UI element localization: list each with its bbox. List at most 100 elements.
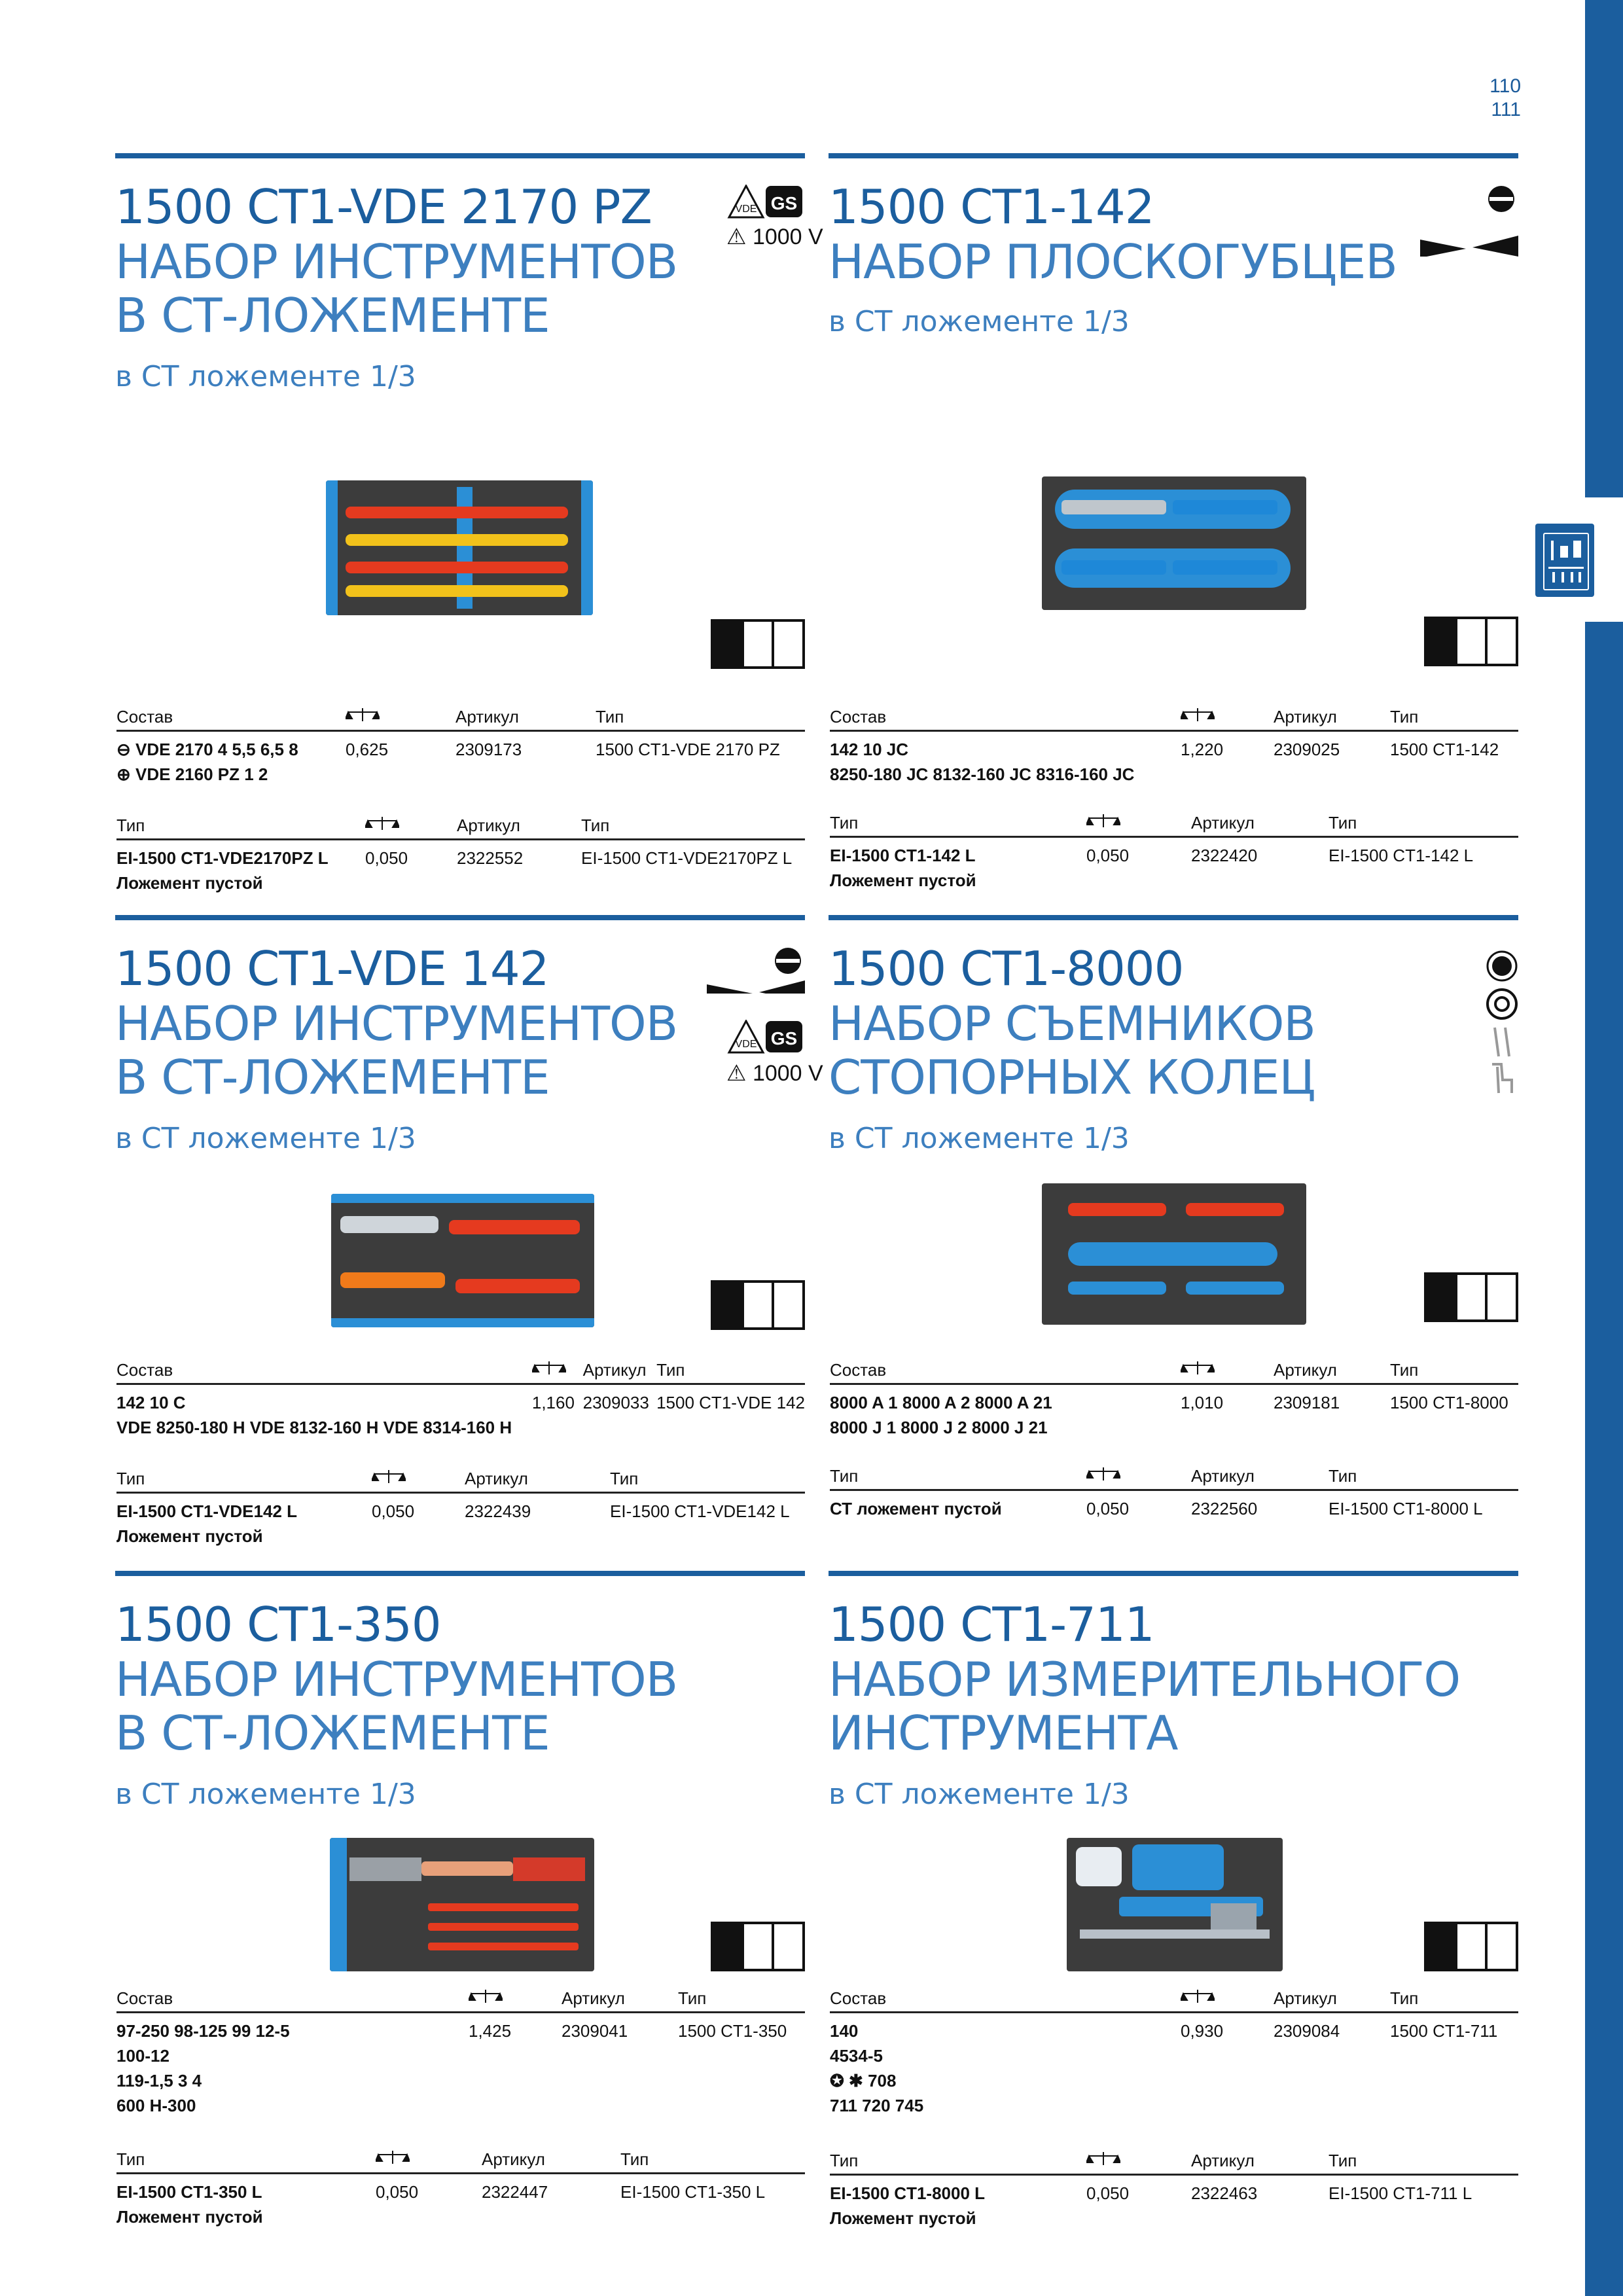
- product-code: 1500 CT1-142: [829, 179, 1155, 234]
- set-table: Состав Артикул Тип 97-250 98-125 99 12-5…: [116, 1988, 805, 2118]
- set-content: 97-250 98-125 99 12-5 100-12 119-1,5 3 4…: [116, 2021, 290, 2115]
- phillips-screw-icon: ⊕: [116, 764, 131, 784]
- col-header-article: Артикул: [1274, 1988, 1390, 2013]
- hex-socket-icon: ✪: [830, 2071, 844, 2090]
- product-photo: [1067, 1838, 1283, 1971]
- table-row: 142 10 C VDE 8250-180 H VDE 8132-160 H V…: [116, 1384, 805, 1441]
- product-title-line-2: В СТ-ЛОЖЕМЕНТЕ: [115, 1050, 550, 1105]
- product-block-ct1-8000: 1500 CT1-8000 НАБОР СЪЕМНИКОВ СТОПОРНЫХ …: [829, 915, 1518, 1570]
- table-row: ⊖ VDE 2170 4 5,5 6,5 8 ⊕ VDE 2160 PZ 1 2…: [116, 731, 805, 787]
- product-photo: [326, 480, 593, 615]
- weight-icon: [1179, 1360, 1216, 1376]
- col-header-weight: [1085, 1466, 1191, 1491]
- table-row: EI-1500 CT1-VDE2170PZ L Ложемент пустой …: [116, 840, 805, 896]
- content-line: ✪ ✱ 708: [830, 2071, 897, 2090]
- empty-type: EI-1500 CT1-VDE142 L: [610, 1501, 790, 1521]
- table-row: 8000 A 1 8000 A 2 8000 A 21 8000 J 1 800…: [830, 1384, 1518, 1441]
- product-block-vde-142: 1500 CT1-VDE 142 НАБОР ИНСТРУМЕНТОВ В СТ…: [115, 915, 823, 1570]
- col-header-article: Артикул: [465, 1469, 610, 1494]
- warning-triangle-icon: ⚠: [726, 224, 747, 249]
- set-type: 1500 CT1-8000: [1390, 1393, 1508, 1412]
- product-subtitle: в СТ ложементе 1/3: [829, 1778, 1130, 1811]
- col-header-type: Тип: [830, 813, 1086, 838]
- product-subtitle: в СТ ложементе 1/3: [115, 1122, 416, 1155]
- table-row: EI-1500 CT1-VDE142 L Ложемент пустой 0,0…: [116, 1493, 805, 1549]
- col-header-type: Тип: [596, 707, 805, 732]
- col-header-weight: [364, 816, 457, 840]
- product-block-ct1-142: 1500 CT1-142 НАБОР ПЛОСКОГУБЦЕВ в СТ лож…: [829, 153, 1518, 899]
- content-line: ⊕ VDE 2160 PZ 1 2: [116, 764, 268, 784]
- block-divider: [115, 1571, 805, 1576]
- empty-article: 2322552: [457, 848, 524, 868]
- empty-weight: 0,050: [1086, 1499, 1130, 1518]
- empty-weight: 0,050: [1086, 846, 1130, 865]
- weight-icon: [370, 1469, 407, 1484]
- product-subtitle: в СТ ложементе 1/3: [115, 1778, 416, 1811]
- empty-type: EI-1500 CT1-VDE2170PZ L: [581, 848, 793, 868]
- set-table: Состав Артикул Тип ⊖ VDE 2170 4 5,5 6,5 …: [116, 707, 805, 787]
- weight-icon: [1179, 707, 1216, 723]
- product-title-line-1: НАБОР ИЗМЕРИТЕЛЬНОГО: [829, 1652, 1461, 1707]
- set-weight: 1,160: [531, 1393, 575, 1412]
- set-weight: 0,930: [1181, 2021, 1224, 2041]
- product-code: 1500 CT1-VDE 142: [115, 941, 549, 996]
- set-article: 2309181: [1274, 1393, 1340, 1412]
- empty-type: EI-1500 CT1-711 L: [1329, 2183, 1472, 2203]
- tray-size-indicator: [1424, 617, 1518, 666]
- col-header-type: Тип: [116, 1469, 372, 1494]
- col-header-weight: [1085, 813, 1191, 838]
- product-block-ct1-711: 1500 CT1-711 НАБОР ИЗМЕРИТЕЛЬНОГО ИНСТРУ…: [829, 1571, 1518, 2291]
- col-header-type-2: Тип: [610, 1469, 805, 1494]
- page-number-left: 110: [1489, 75, 1521, 97]
- col-header-article: Артикул: [1191, 2151, 1329, 2176]
- weight-icon: [467, 1988, 504, 2004]
- product-code: 1500 CT1-711: [829, 1597, 1155, 1652]
- set-type: 1500 CT1-VDE 2170 PZ: [596, 740, 780, 759]
- empty-tray-table: Тип Артикул Тип EI-1500 CT1-VDE2170PZ L …: [116, 816, 805, 895]
- table-row: 142 10 JC 8250-180 JC 8132-160 JC 8316-1…: [830, 731, 1518, 787]
- set-type: 1500 CT1-VDE 142: [656, 1393, 805, 1412]
- col-header-weight: [344, 707, 455, 732]
- empty-content: EI-1500 CT1-VDE2170PZ L Ложемент пустой: [116, 848, 329, 893]
- product-block-ct1-350: 1500 CT1-350 НАБОР ИНСТРУМЕНТОВ В СТ-ЛОЖ…: [115, 1571, 805, 2291]
- col-header-content: Состав: [830, 1988, 1181, 2013]
- weight-icon: [364, 816, 401, 831]
- toolset-icon: [1543, 533, 1589, 590]
- col-header-content: Состав: [830, 707, 1181, 732]
- set-content: 8000 A 1 8000 A 2 8000 A 21 8000 J 1 800…: [830, 1393, 1052, 1437]
- section-tab-toolsets[interactable]: [1535, 524, 1594, 597]
- set-article: 2309025: [1274, 740, 1340, 759]
- product-title-line-2: СТОПОРНЫХ КОЛЕЦ: [829, 1050, 1315, 1105]
- vde-gs-cert-icon: VDE GS: [726, 183, 805, 223]
- set-table: Состав Артикул Тип 8000 A 1 8000 A 2 800…: [830, 1360, 1518, 1440]
- svg-text:VDE: VDE: [736, 1039, 757, 1050]
- svg-text:VDE: VDE: [736, 204, 757, 215]
- warning-triangle-icon: ⚠: [726, 1061, 747, 1086]
- empty-tray-table: Тип Артикул Тип EI-1500 CT1-8000 L Ложем…: [830, 2151, 1518, 2231]
- set-weight: 0,625: [346, 740, 389, 759]
- table-row: EI-1500 CT1-350 L Ложемент пустой 0,050 …: [116, 2174, 805, 2230]
- weight-icon: [1085, 2151, 1122, 2166]
- table-row: СТ ложемент пустой 0,050 2322560 EI-1500…: [830, 1490, 1518, 1522]
- tray-size-indicator: [1424, 1922, 1518, 1971]
- circlip-type-icons: [1486, 949, 1518, 1103]
- slotted-screw-icon: ⊖: [116, 740, 131, 759]
- set-article: 2309033: [582, 1393, 649, 1412]
- empty-tray-table: Тип Артикул Тип EI-1500 CT1-142 L Ложеме…: [830, 813, 1518, 893]
- col-header-content: Состав: [830, 1360, 1181, 1385]
- col-header-weight: [1179, 1360, 1274, 1385]
- col-header-type-2: Тип: [1329, 2151, 1518, 2176]
- empty-type: EI-1500 CT1-350 L: [620, 2182, 766, 2202]
- col-header-weight: [1179, 707, 1274, 732]
- set-table: Состав Артикул Тип 142 10 JC 8250-180 JC…: [830, 707, 1518, 787]
- col-header-article: Артикул: [562, 1988, 678, 2013]
- svg-text:GS: GS: [771, 193, 797, 213]
- set-weight: 1,220: [1181, 740, 1224, 759]
- set-table: Состав Артикул Тип 142 10 C VDE 8250-180…: [116, 1360, 805, 1440]
- col-header-weight: [531, 1360, 583, 1385]
- col-header-article: Артикул: [1274, 1360, 1390, 1385]
- product-photo: [1042, 476, 1306, 610]
- table-row: EI-1500 CT1-142 L Ложемент пустой 0,050 …: [830, 837, 1518, 893]
- col-header-type: Тип: [678, 1988, 805, 2013]
- empty-tray-table: Тип Артикул Тип EI-1500 CT1-VDE142 L Лож…: [116, 1469, 805, 1549]
